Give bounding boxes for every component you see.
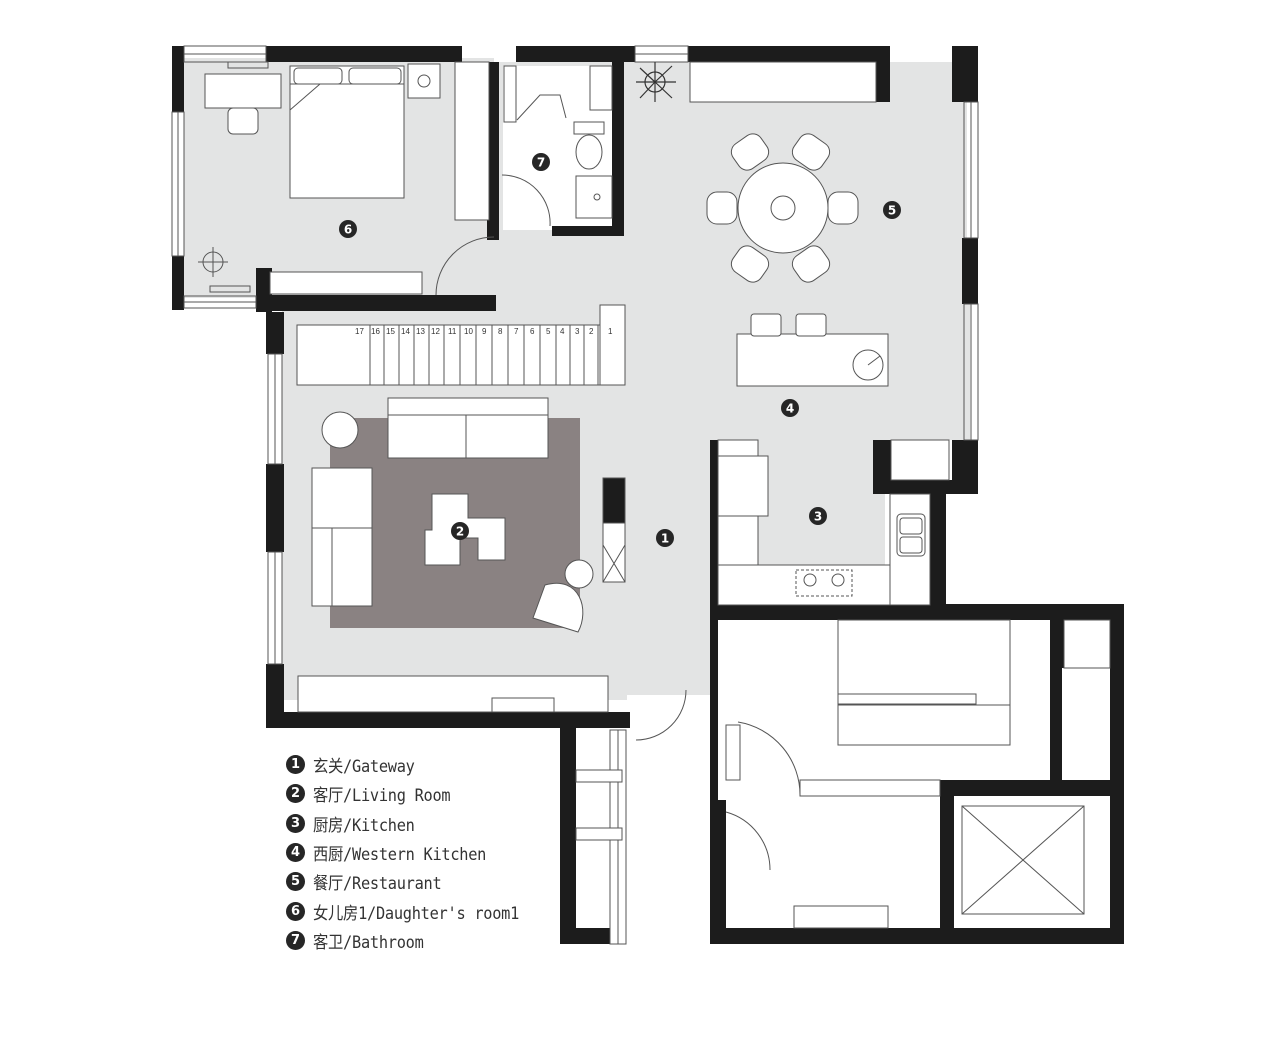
room-marker-bathroom: 7 [532,153,550,171]
stair-number: 4 [560,327,565,336]
room-marker-restaurant: 5 [883,201,901,219]
stair-number: 9 [482,327,487,336]
room-marker-kitchen: 3 [809,507,827,525]
room-marker-living-room: 2 [451,522,469,540]
legend-item-restaurant: 5 餐厅/Restaurant [286,867,542,896]
legend-label: 西厨/Western Kitchen [313,845,487,866]
desk [204,73,282,109]
sofa [387,397,549,459]
legend-item-daughters-room: 6 女儿房1/Daughter's room1 [286,896,542,925]
room-marker-gateway: 1 [656,529,674,547]
room-marker-daughters-room: 6 [339,220,357,238]
bed [289,65,405,199]
stair-number: 16 [371,327,380,336]
stool [795,313,827,337]
legend-label: 客卫/Bathroom [313,932,424,953]
service-stairs [837,619,1011,746]
svg-text:6: 6 [344,223,352,237]
dining-chairs [706,133,859,283]
stair-number: 17 [355,327,364,336]
stair-number: 15 [386,327,395,336]
side-table [564,559,594,589]
legend-item-bathroom: 7 客卫/Bathroom [286,926,542,955]
chair [227,107,259,135]
legend-number: 5 [286,872,305,892]
svg-text:3: 3 [814,510,822,524]
doors [435,174,801,871]
legend-number: 7 [286,930,305,950]
stair-number: 5 [546,327,551,336]
legend-item-kitchen: 3 厨房/Kitchen [286,809,542,838]
furniture [198,61,1111,929]
stool [750,313,782,337]
legend-number: 1 [286,755,305,775]
tv-cabinet [297,675,609,713]
legend-label: 玄关/Gateway [313,757,415,778]
stair-number: 7 [514,327,519,336]
walls [172,46,1124,944]
legend-item-gateway: 1 玄关/Gateway [286,750,542,779]
legend-number: 3 [286,813,305,833]
legend-number: 6 [286,901,305,921]
stair-number: 2 [589,327,594,336]
side-cabinet [890,439,950,481]
svg-text:1: 1 [661,532,669,546]
svg-text:5: 5 [888,204,896,218]
stair-number: 13 [416,327,425,336]
legend-label: 客厅/Living Room [313,786,451,807]
legend-number: 4 [286,843,305,863]
nightstand [407,63,441,99]
cooktop [795,569,853,597]
legend-item-living-room: 2 客厅/Living Room [286,779,542,808]
stair-number: 8 [498,327,503,336]
legend-label: 女儿房1/Daughter's room1 [313,903,520,924]
svg-text:2: 2 [456,525,464,539]
stair-number: 10 [464,327,473,336]
legend-label: 餐厅/Restaurant [313,874,442,895]
stair-number: 1 [608,327,613,336]
lounge-chair [532,582,584,633]
bedroom-wardrobe [454,61,490,221]
stair-number: 14 [401,327,410,336]
bedroom-bench [269,271,423,295]
stair-numbers: 17 16 15 14 13 12 11 10 9 8 7 6 5 4 3 2 … [355,327,613,336]
side-table [321,411,359,449]
stair-number: 11 [448,327,457,336]
room-markers: 1 2 3 4 5 6 7 [339,153,901,547]
tall-cabinet [689,61,877,103]
toilet-tank [573,121,605,135]
plant-icon [636,62,676,102]
stair-landing [599,304,626,386]
legend-label: 厨房/Kitchen [313,815,415,836]
stair-number: 3 [575,327,580,336]
svg-text:4: 4 [786,402,794,416]
stair-tread-lines [369,325,599,385]
sofa-lounge [311,467,373,607]
kitchen-floor [755,440,885,565]
room-marker-western-kitchen: 4 [781,399,799,417]
legend-number: 2 [286,784,305,804]
shower-fixture [589,65,613,111]
gateway-floor [620,440,715,695]
stair-number: 12 [431,327,440,336]
stair-number: 6 [530,327,535,336]
legend-item-western-kitchen: 4 西厨/Western Kitchen [286,838,542,867]
toilet-bowl [575,134,603,170]
svg-text:7: 7 [537,156,545,170]
